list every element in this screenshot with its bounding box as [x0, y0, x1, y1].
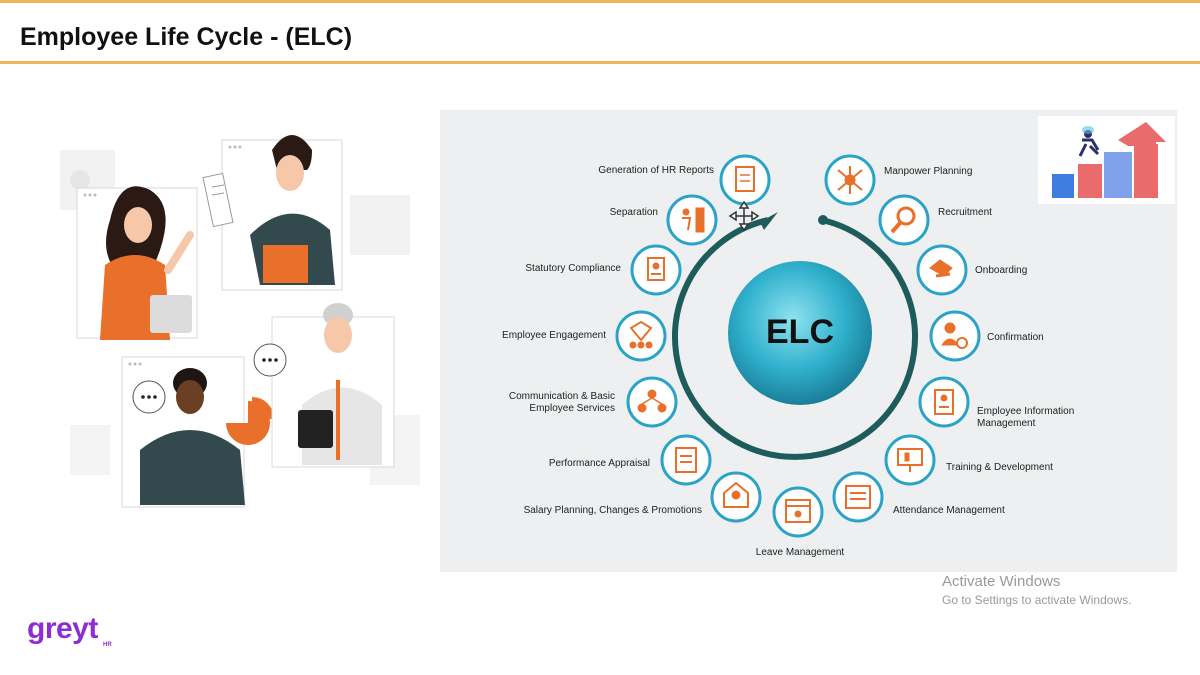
slide-header: Employee Life Cycle - (ELC) [0, 3, 1200, 64]
training-icon [897, 448, 923, 472]
engagement-icon [629, 320, 653, 349]
hr-reports-icon [735, 166, 755, 192]
stage-label-appraisal: Performance Appraisal [548, 458, 650, 469]
elc-center-circle [728, 261, 872, 405]
window-woman [76, 186, 198, 340]
stage-label-manpower-planning: Manpower Planning [884, 166, 973, 177]
employee-information-icon [934, 389, 954, 415]
move-cursor-icon [728, 200, 760, 232]
communication-icon [637, 389, 667, 413]
slide-title: Employee Life Cycle - (ELC) [20, 23, 353, 51]
stage-label-hr-reports: Generation of HR Reports [598, 165, 714, 176]
leave-icon [785, 499, 811, 523]
top-accent-line [0, 0, 1200, 3]
window-older-man [253, 303, 395, 468]
stage-label-leave: Leave Management [755, 547, 845, 558]
window-man-chart [121, 356, 274, 508]
stage-label-onboarding: Onboarding [975, 265, 1028, 276]
stage-glyphs [629, 166, 968, 523]
attendance-icon [845, 485, 871, 509]
elc-center-label: ELC [766, 313, 834, 351]
salary-icon [723, 481, 749, 508]
stage-label-engagement: Employee Engagement [502, 330, 606, 341]
stage-label-attendance: Attendance Management [893, 505, 1005, 516]
manpower-planning-icon [837, 166, 863, 194]
stage-label-recruitment: Recruitment [938, 207, 992, 218]
stage-label-communication: Communication & Basic Employee Services [508, 391, 615, 414]
stage-label-statutory: Statutory Compliance [525, 263, 621, 274]
confirmation-icon [941, 322, 968, 349]
video-call-illustration [60, 135, 420, 508]
stage-label-training: Training & Development [946, 462, 1053, 473]
stage-label-employee-information: Employee Information Management [977, 406, 1075, 429]
watermark-title: Activate Windows [942, 573, 1061, 590]
stage-label-confirmation: Confirmation [987, 332, 1044, 343]
watermark-subtitle: Go to Settings to activate Windows. [942, 593, 1132, 607]
onboarding-icon [929, 259, 953, 278]
cycle-ring [672, 217, 918, 460]
growth-stairs-thumbnail [1038, 116, 1175, 204]
activate-windows-watermark: Activate Windows Go to Settings to activ… [942, 573, 1131, 607]
ring-arrow-head [760, 212, 778, 230]
appraisal-icon [675, 447, 697, 473]
greythr-logo-sub: HR [103, 642, 112, 648]
greythr-logo: greyt [27, 612, 98, 645]
statutory-compliance-icon [647, 257, 665, 281]
separation-icon [682, 207, 705, 233]
stage-label-separation: Separation [609, 207, 658, 218]
stage-label-salary: Salary Planning, Changes & Promotions [523, 505, 702, 516]
window-man-papers [202, 135, 343, 291]
recruitment-icon [890, 206, 916, 234]
